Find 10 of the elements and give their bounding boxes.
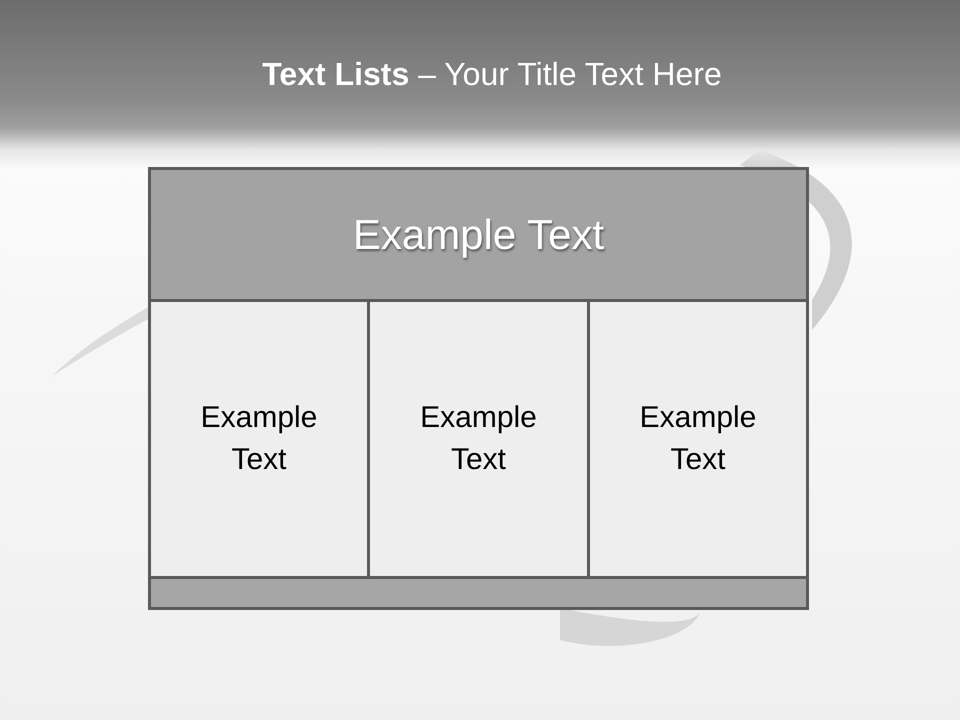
column-panel [367, 299, 590, 579]
column-text: Example Text [200, 400, 318, 478]
header-panel [148, 167, 809, 302]
column-text: Example Text [638, 400, 758, 478]
column-text: Example Text [419, 400, 538, 478]
header-text: Example Text [352, 210, 604, 260]
column-panel [587, 299, 809, 579]
footer-bar [148, 576, 809, 610]
slide-title: Text Lists – Your Title Text Here [262, 56, 722, 92]
column-panel [148, 299, 370, 579]
